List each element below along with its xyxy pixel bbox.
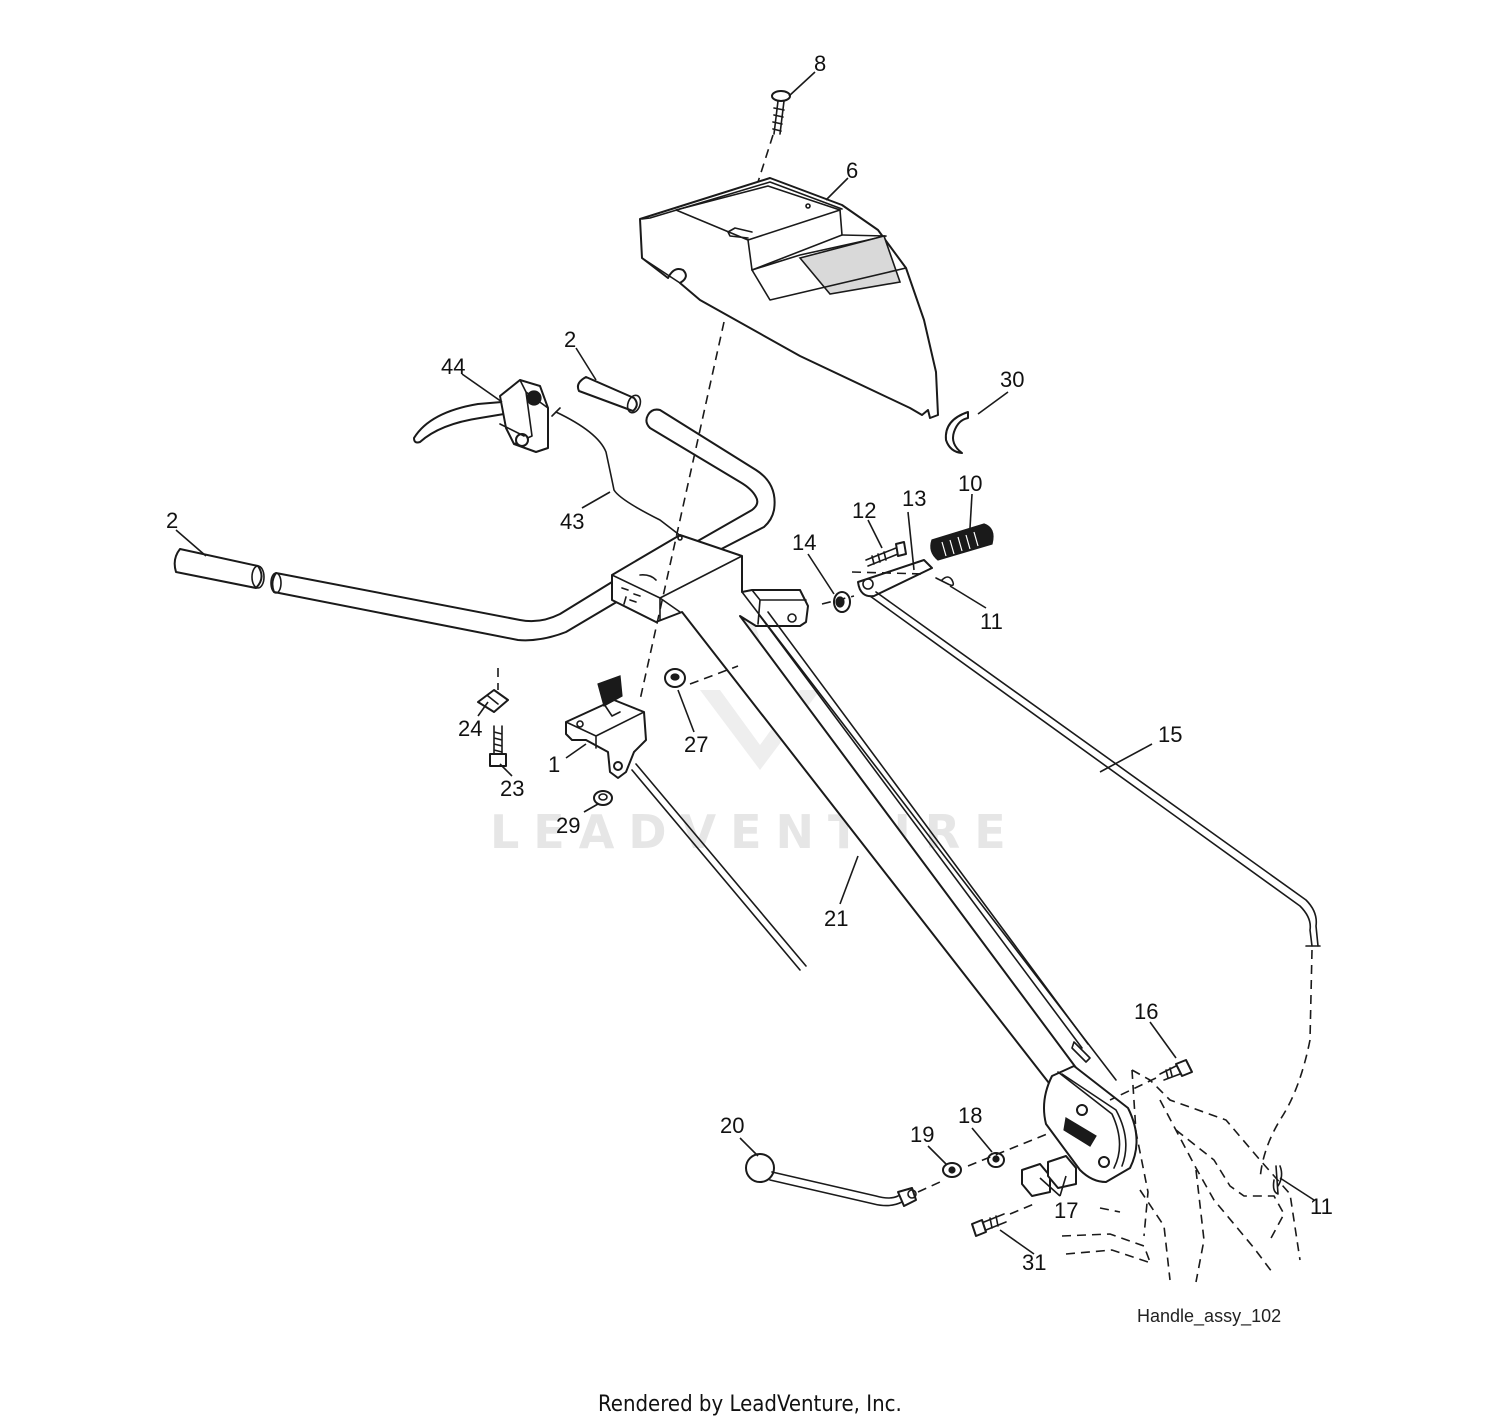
console-to-bracket-dashline (639, 321, 725, 701)
part-2-grip-left (173, 548, 265, 589)
callout-18: 18 (958, 1103, 982, 1128)
handle-20-dashline (917, 1181, 941, 1193)
callout-21: 21 (824, 906, 848, 931)
part-8-screw (771, 90, 791, 135)
callout-19: 19 (910, 1122, 934, 1147)
leader-lines (175, 71, 1315, 1255)
callout-11-upper: 11 (980, 609, 1003, 634)
callout-11-lower: 11 (1310, 1194, 1333, 1219)
part-14-spacer (833, 591, 851, 613)
watermark-text: LEADVENTURE (490, 805, 1020, 859)
part-6-console-cover (639, 177, 939, 419)
spacer-14-dashline (821, 595, 855, 605)
callout-8: 8 (814, 51, 826, 76)
callout-30: 30 (1000, 367, 1024, 392)
part-15-shift-rod (869, 591, 1321, 947)
part-29-nut (593, 790, 613, 806)
callout-1: 1 (548, 752, 560, 777)
part-2-grip-upper (576, 376, 642, 414)
callout-44: 44 (441, 354, 465, 379)
part-16-bolt (1159, 1059, 1193, 1081)
rod-15-dashline (1259, 949, 1313, 1181)
part-lower-pivot-plate (1043, 1065, 1138, 1183)
bolt-16-dashline (1109, 1077, 1157, 1101)
part-11-hairpin-upper (935, 576, 955, 587)
callout-16: 16 (1134, 999, 1158, 1024)
callout-10: 10 (958, 471, 982, 496)
part-20-shift-handle (745, 1153, 917, 1207)
callout-12: 12 (852, 498, 876, 523)
nut-27-dashline (689, 665, 739, 685)
part-44-bail-lever (413, 379, 549, 453)
part-11-hairpin-lower (1272, 1165, 1283, 1195)
shift-rod-end (1071, 1041, 1091, 1063)
callout-labels: 8 6 2 44 30 2 43 12 13 10 14 11 15 24 1 … (166, 51, 1333, 1275)
callout-20: 20 (720, 1113, 744, 1138)
callout-2-upper: 2 (564, 327, 576, 352)
callout-31: 31 (1022, 1250, 1046, 1275)
part-1-control-bracket (565, 675, 807, 971)
callout-24: 24 (458, 716, 482, 741)
part-8-to-6-dashline (757, 134, 774, 183)
callout-27: 27 (684, 732, 708, 757)
part-43-cable (551, 407, 687, 541)
callout-13: 13 (902, 486, 926, 511)
callout-2-left: 2 (166, 508, 178, 533)
bolt-12-dashline (851, 571, 925, 575)
part-19-washer (942, 1162, 962, 1178)
part-18-nut (987, 1152, 1005, 1168)
part-30-clip (944, 411, 969, 454)
part-12-bolt (865, 541, 907, 567)
part-23-screw (489, 725, 507, 767)
callout-6: 6 (846, 158, 858, 183)
handle-bar-upper (645, 408, 776, 561)
part-10-knob (930, 523, 994, 561)
callout-23: 23 (500, 776, 524, 801)
shift-rod (759, 611, 1089, 1049)
handle-bar-left (270, 572, 621, 642)
part-27-nut (664, 668, 686, 688)
part-17-pads (1021, 1155, 1077, 1197)
callout-43: 43 (560, 509, 584, 534)
figure-id-label: Handle_assy_102 (1137, 1306, 1281, 1327)
bolt-31-dashline (1009, 1203, 1035, 1215)
washer-nut-dashline (967, 1131, 1053, 1167)
rendered-by-footer: Rendered by LeadVenture, Inc. (598, 1392, 902, 1417)
callout-15: 15 (1158, 722, 1182, 747)
callout-17: 17 (1054, 1198, 1078, 1223)
part-31-bolt (971, 1213, 1007, 1237)
callout-14: 14 (792, 530, 816, 555)
callout-29: 29 (556, 813, 580, 838)
